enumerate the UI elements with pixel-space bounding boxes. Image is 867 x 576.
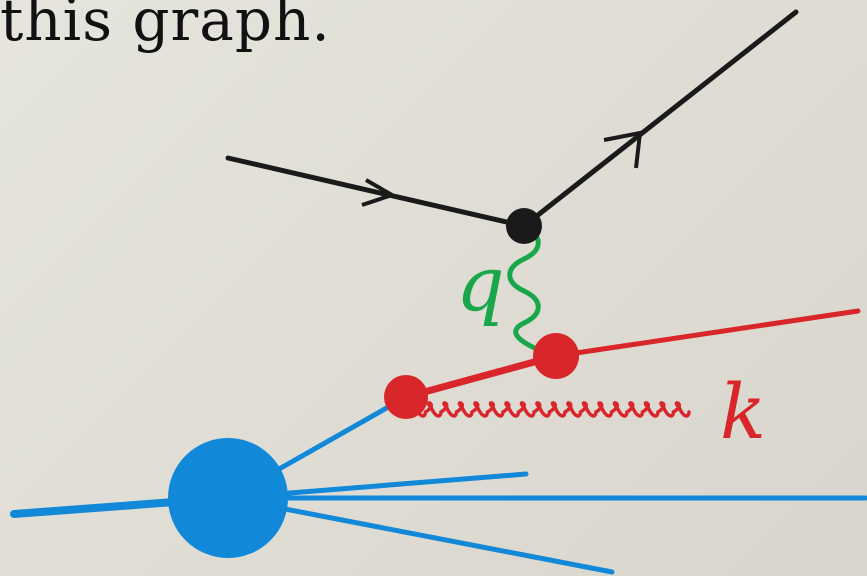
- outgoing-arrow-icon: [603, 130, 643, 169]
- incoming-arrow-icon: [361, 178, 397, 207]
- proton-blob: [168, 438, 288, 558]
- photon-wavy-line: [507, 223, 558, 359]
- gluon-curly-line: [408, 401, 691, 418]
- caption-text: this graph.: [0, 0, 331, 54]
- internal-quark-line: [402, 352, 560, 401]
- outgoing-lepton-line: [521, 9, 799, 229]
- lepton-photon-vertex: [506, 208, 542, 244]
- remnant-line-lower: [225, 495, 615, 575]
- outgoing-quark-line: [553, 308, 861, 359]
- photon-momentum-label: q: [456, 239, 505, 328]
- photon-quark-vertex: [533, 333, 579, 379]
- quark-emission-vertex: [384, 375, 428, 419]
- gluon-momentum-label: k: [720, 367, 766, 456]
- incoming-lepton-line: [225, 155, 527, 229]
